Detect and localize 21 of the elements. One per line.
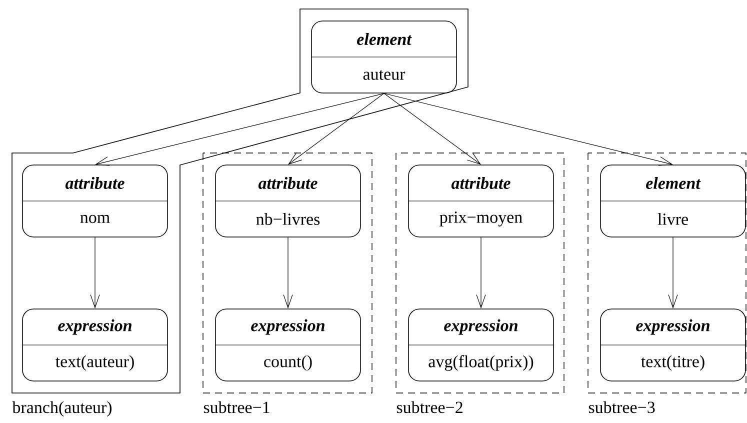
arrow: [283, 237, 293, 309]
node-label: branch(auteur): [12, 401, 112, 417]
arrow: [384, 93, 673, 166]
record-box: expression avg(float(prix)): [408, 308, 554, 382]
node-label: subtree−2: [396, 401, 462, 414]
arrow: [476, 237, 486, 309]
record-box: expression text(auteur): [22, 308, 168, 382]
record-box: element auteur: [311, 20, 457, 94]
arrow: [384, 93, 481, 165]
record-box: expression text(titre): [600, 308, 746, 382]
record-box: attribute nom: [22, 164, 168, 238]
node-label: subtree−1: [204, 401, 270, 414]
arrow: [95, 93, 384, 166]
record-box: element livre: [600, 164, 746, 238]
record-box: attribute nb−livres: [215, 164, 361, 238]
record-box: attribute prix−moyen: [408, 164, 554, 238]
arrow: [288, 93, 384, 165]
arrow: [90, 237, 100, 309]
record-box: expression count(): [215, 308, 361, 382]
node-label: subtree−3: [588, 401, 655, 414]
arrow: [668, 237, 678, 309]
